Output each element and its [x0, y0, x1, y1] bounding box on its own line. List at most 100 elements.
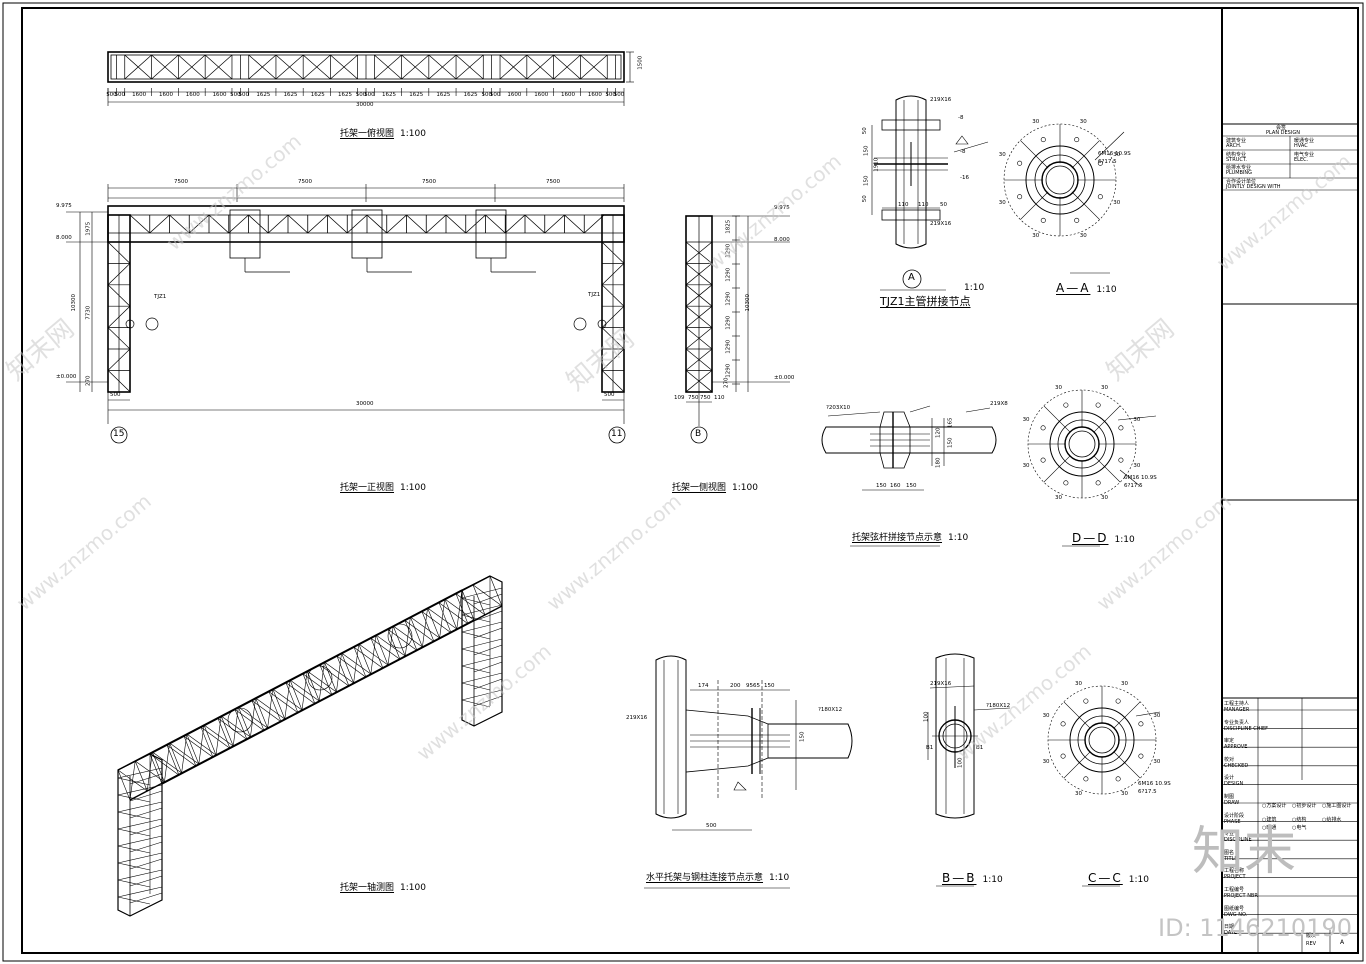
- bolt-hole: [1115, 776, 1121, 782]
- flange-dimension-label: 30: [998, 152, 1006, 159]
- node-a-detail: [871, 95, 989, 291]
- title-block-role-en: DATE: [1224, 930, 1238, 937]
- flange-rib: [1063, 701, 1091, 729]
- axo-top-rung: [272, 673, 304, 690]
- axo-top-post: [152, 751, 165, 783]
- title-block-frame: [1222, 123, 1358, 953]
- axo-column-brace: [461, 665, 491, 674]
- front-view-brace: [425, 214, 447, 234]
- front-dim-270: 270: [85, 375, 92, 387]
- axo-top-post: [336, 655, 350, 687]
- discipline-option: ○给排水: [1322, 817, 1342, 823]
- front-view-brace: [248, 214, 269, 234]
- axo-column-brace: [461, 699, 491, 708]
- front-dim-10300: 10300: [71, 294, 77, 312]
- top-view-brace: [330, 54, 358, 80]
- sign-row-en2: ELEC.: [1294, 156, 1309, 163]
- chord-dim: 150: [947, 437, 954, 449]
- title-block-role-en: DESIGN: [1224, 781, 1244, 788]
- bolt-hole: [1097, 160, 1103, 166]
- top-view-segment-label: 500: [230, 92, 241, 98]
- flange-dimension-label: 30: [1042, 713, 1050, 720]
- flange-rib: [1093, 455, 1121, 483]
- axo-top-post: [324, 661, 337, 693]
- front-view-brace: [524, 214, 546, 234]
- section-cc-flange: [1047, 685, 1161, 887]
- top-view-truss: [107, 51, 634, 106]
- axo-top-brace: [456, 589, 463, 630]
- flange-dimension-label: 30: [1113, 199, 1121, 206]
- discipline-option: ○暖通: [1262, 825, 1277, 831]
- title-block-role-cn: 工程主持人: [1224, 701, 1250, 707]
- node-a-dim: 50: [861, 195, 868, 203]
- axo-top-post: [353, 647, 367, 678]
- section-dd-title-name: D—D: [1072, 531, 1109, 545]
- side-view-vertical-label: 270: [723, 377, 730, 389]
- axo-column-brace: [461, 631, 491, 640]
- chord-dim: 160: [890, 483, 901, 489]
- front-view-end-right: 500: [604, 392, 615, 398]
- top-view-brace: [248, 54, 277, 80]
- top-view-title-name: 托架一俯视图: [340, 129, 395, 139]
- title-block-role-cn: 专业负责人: [1224, 719, 1250, 726]
- section-cc-bolt: 6M16 10.9S: [1138, 781, 1171, 787]
- top-view-brace: [178, 54, 206, 80]
- section-bb-dim-3: B1: [926, 745, 934, 751]
- flange-rib: [1043, 405, 1071, 433]
- front-view-span-label: 7500: [174, 179, 188, 185]
- top-view-segment-label: 1625: [463, 92, 478, 98]
- flange-rib: [1093, 405, 1121, 433]
- front-view-brace: [564, 214, 585, 234]
- title-block-role-cn: 审定: [1224, 738, 1235, 745]
- axo-top-post: [186, 733, 200, 765]
- title-block-role-cn: 图名: [1224, 849, 1235, 856]
- axo-top-rung: [238, 691, 270, 708]
- section-aa-title-name: A—A: [1056, 281, 1091, 295]
- axo-top-brace: [370, 634, 377, 675]
- axo-top-rung: [358, 629, 389, 645]
- bolt-hole: [1060, 721, 1066, 727]
- phase-option: ○初步设计: [1292, 803, 1317, 809]
- rev-label-en: REV: [1306, 941, 1317, 947]
- title-block-role-en: CHECKED: [1224, 762, 1249, 769]
- flange-rib: [1071, 140, 1100, 169]
- bolt-hole: [1063, 402, 1069, 408]
- axo-top-brace: [234, 709, 265, 731]
- axo-column-brace: [473, 678, 503, 690]
- sign-row-cn: 合作设计单位: [1226, 178, 1257, 185]
- section-cc-title-name: C—C: [1088, 871, 1123, 885]
- axo-column-brace: [117, 845, 151, 854]
- flange-dimension-label: 30: [1100, 495, 1108, 502]
- flange-dimension-label: 30: [1079, 118, 1087, 125]
- axo-top-post: [489, 575, 503, 607]
- top-view-brace: [275, 54, 304, 80]
- chord-splice-title-scale: 1:10: [948, 533, 969, 543]
- side-view-vertical-label: 10300: [745, 294, 751, 312]
- axo-top-rung: [393, 611, 423, 627]
- title-block-role-cn: 工程编号: [1224, 887, 1245, 893]
- front-view-brace: [327, 214, 348, 234]
- axo-column-rung: [461, 672, 503, 684]
- top-view-brace: [401, 54, 430, 80]
- axo-top-rung: [375, 620, 406, 636]
- sign-row-en: STRUCT.: [1226, 156, 1247, 163]
- axo-column-rung: [461, 587, 503, 599]
- axo-column-brace: [473, 593, 503, 605]
- front-view-brace: [544, 214, 565, 234]
- axo-top-post: [444, 598, 458, 630]
- side-view-vertical-label: 1290: [725, 291, 732, 306]
- front-dim-1975: 1975: [85, 221, 92, 236]
- axo-top-post: [203, 724, 217, 756]
- front-view-title-name: 托架一正视图: [340, 483, 395, 493]
- node-a-dim: 110: [918, 202, 929, 208]
- top-view-title-scale: 1:100: [400, 129, 426, 139]
- column-joint-dim: 500: [706, 823, 717, 829]
- axo-top-post: [421, 611, 435, 642]
- top-view-brace: [553, 54, 581, 80]
- bolt-hole: [1115, 698, 1121, 704]
- top-view-brace: [580, 54, 608, 80]
- axo-top-brace: [215, 715, 222, 756]
- section-dd-hole: 6?17.5: [1124, 483, 1143, 489]
